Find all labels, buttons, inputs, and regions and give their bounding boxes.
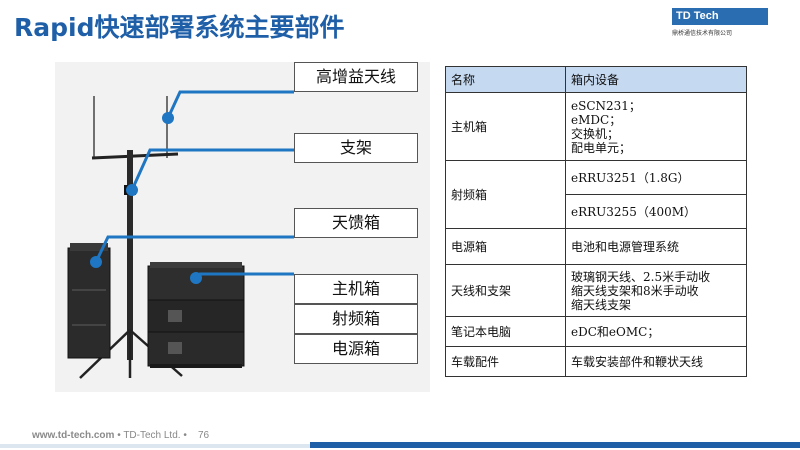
footer-text: www.td-tech.com • TD-Tech Ltd. • 76 [32, 430, 209, 441]
footer-separator: • [117, 430, 124, 441]
callout-power-box: 电源箱 [294, 334, 418, 364]
antenna-mast [127, 150, 133, 360]
callout-feeder-box: 天馈箱 [294, 208, 418, 238]
slide-title: Rapid快速部署系统主要部件 [14, 13, 345, 42]
table-row: 车载配件 车载安装部件和鞭状天线 [445, 346, 747, 377]
feeder-case [67, 247, 111, 359]
row-name: 笔记本电脑 [445, 316, 566, 347]
footer-separator: • [183, 430, 196, 441]
table-row: 射频箱 eRRU3251（1.8G） [445, 160, 747, 229]
row-items: eRRU3255（400M） [565, 194, 747, 229]
callout-rf-box: 射频箱 [294, 304, 418, 334]
table-row: 电源箱 电池和电源管理系统 [445, 228, 747, 265]
row-items: 车载安装部件和鞭状天线 [565, 346, 747, 377]
footer-company: TD-Tech Ltd. [123, 430, 181, 441]
callout-bracket: 支架 [294, 133, 418, 163]
callout-dot-feeder [90, 256, 102, 268]
rf-case [147, 299, 245, 333]
logo-subtitle: 鼎桥通信技术有限公司 [672, 30, 733, 37]
footer-bar-light [0, 444, 310, 448]
table-row: eRRU3255（400M） [446, 194, 747, 229]
company-logo: TD Tech 鼎桥通信技术有限公司 [672, 8, 768, 38]
footer-url: www.td-tech.com [32, 430, 115, 441]
callout-antenna: 高增益天线 [294, 62, 418, 92]
row-name: 射频箱 [445, 160, 566, 229]
row-items: eDC和eOMC； [565, 316, 747, 347]
logo-badge: TD Tech [672, 8, 768, 25]
header-items: 箱内设备 [565, 66, 747, 93]
callout-main-box: 主机箱 [294, 274, 418, 304]
row-items: 玻璃钢天线、2.5米手动收 缩天线支架和8米手动收 缩天线支架 [565, 264, 747, 317]
equipment-table: 名称 箱内设备 主机箱 eSCN231； eMDC； 交换机； 配电单元； 射频… [445, 66, 747, 377]
table-row: 笔记本电脑 eDC和eOMC； [445, 316, 747, 347]
callout-dot-antenna [162, 112, 174, 124]
table-row: 天线和支架 玻璃钢天线、2.5米手动收 缩天线支架和8米手动收 缩天线支架 [445, 264, 747, 317]
row-items: eSCN231； eMDC； 交换机； 配电单元； [565, 92, 747, 161]
row-name: 主机箱 [445, 92, 566, 161]
header-name: 名称 [445, 66, 566, 93]
row-items: eRRU3251（1.8G） [565, 160, 747, 195]
callout-dot-bracket [126, 184, 138, 196]
row-name: 车载配件 [445, 346, 566, 377]
footer: www.td-tech.com • TD-Tech Ltd. • 76 [0, 426, 800, 450]
table-header-row: 名称 箱内设备 [445, 66, 747, 93]
callout-line-antenna [166, 90, 294, 119]
footer-bar-blue [310, 442, 800, 448]
page-number: 76 [197, 430, 210, 441]
row-name: 天线和支架 [445, 264, 566, 317]
table-row: 主机箱 eSCN231； eMDC； 交换机； 配电单元； [445, 92, 747, 161]
callout-line-feeder [94, 235, 294, 263]
power-case [147, 331, 245, 367]
callout-dot-main [190, 272, 202, 284]
callout-line-bracket [130, 148, 294, 191]
row-items: 电池和电源管理系统 [565, 228, 747, 265]
antenna-crossbar [91, 152, 179, 160]
row-name: 电源箱 [445, 228, 566, 265]
